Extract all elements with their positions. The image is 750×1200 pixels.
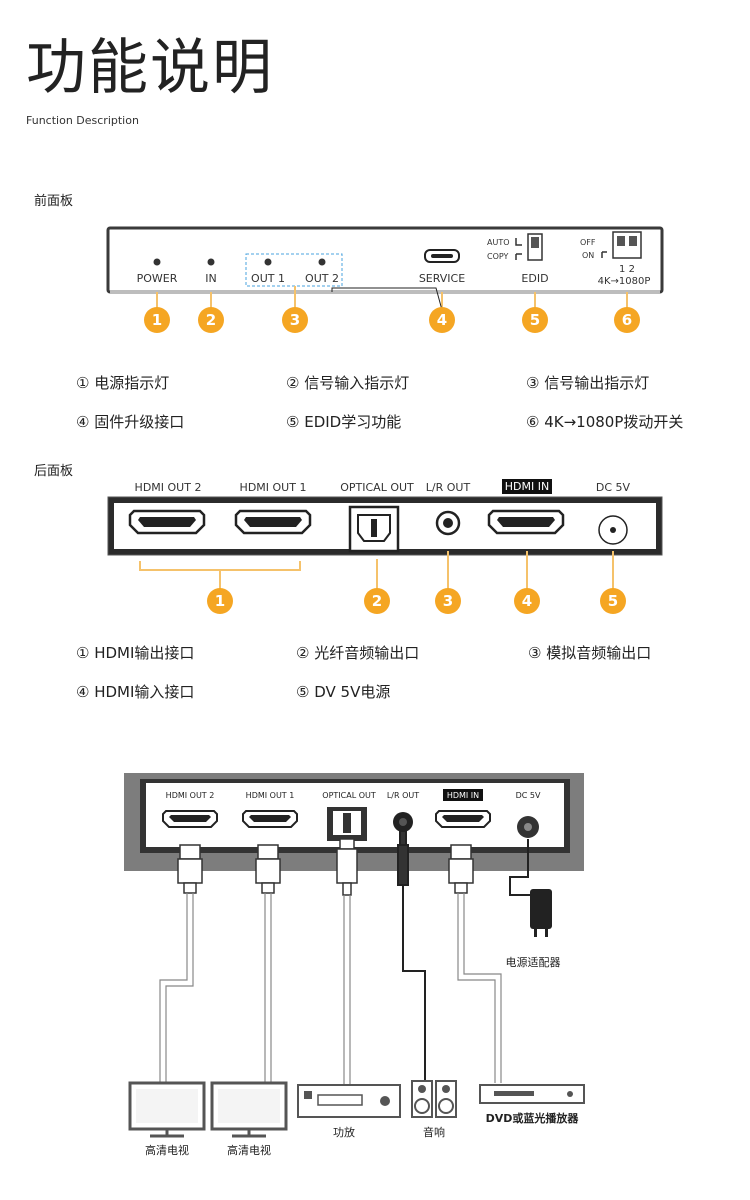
- front-legend-item-3: ③ 信号输出指示灯: [526, 374, 650, 392]
- edid-label: EDID: [521, 272, 548, 285]
- rear-panel-label: 后面板: [34, 464, 74, 479]
- tv1-label: 高清电视: [145, 1143, 189, 1157]
- out2-led: [318, 258, 326, 266]
- in-led: [207, 258, 215, 266]
- rear-panel-diagram: HDMI OUT 2 HDMI OUT 1 OPTICAL OUT L/R OU…: [107, 479, 663, 614]
- rear-legend-item-3: ③ 模拟音频输出口: [528, 644, 652, 662]
- rear-badge-5: [600, 588, 626, 614]
- rear-dc-label: DC 5V: [596, 481, 631, 494]
- connection-diagram: HDMI OUT 2 HDMI OUT 1 OPTICAL OUT L/R OU…: [124, 773, 585, 1157]
- tv2-icon: [210, 1081, 288, 1138]
- rear-badge-4: [514, 588, 540, 614]
- on-label: ON: [582, 251, 594, 260]
- front-badge-1: [144, 307, 170, 333]
- rear-hdmi-out2-label: HDMI OUT 2: [135, 481, 202, 494]
- conn-optical-label: OPTICAL OUT: [322, 791, 376, 800]
- power-adapter: [509, 839, 552, 937]
- rear-optical-port: [348, 505, 400, 553]
- amplifier-label: 功放: [333, 1125, 355, 1139]
- front-badge-3: [282, 307, 308, 333]
- rear-optical-label: OPTICAL OUT: [340, 481, 414, 494]
- rear-legend-item-1: ① HDMI输出接口: [76, 644, 195, 662]
- conn-lr-port: [393, 812, 413, 832]
- hdmi-cable-2: [255, 844, 281, 894]
- tv2-label: 高清电视: [227, 1143, 271, 1157]
- front-badge-6-number: 6: [622, 311, 632, 329]
- dip-label: 4K→1080P: [598, 276, 651, 287]
- conn-hdmi-out2-label: HDMI OUT 2: [166, 791, 215, 800]
- front-panel-label: 前面板: [34, 194, 74, 209]
- rear-legend-item-4: ④ HDMI输入接口: [76, 683, 195, 701]
- auto-label: AUTO: [487, 238, 510, 247]
- rear-badge-1: [207, 588, 233, 614]
- front-badge-5: [522, 307, 548, 333]
- conn-dc-port: [517, 816, 539, 838]
- rear-hdmi-out2-port: [128, 509, 206, 535]
- speaker-label: 音响: [423, 1125, 445, 1139]
- dip-numbers: 1 2: [619, 264, 635, 275]
- rear-badge-2: [364, 588, 390, 614]
- front-badge-2: [198, 307, 224, 333]
- rear-lr-port: [435, 510, 461, 536]
- rear-lr-label: L/R OUT: [426, 481, 471, 494]
- rear-hdmi-in-port: [487, 509, 565, 535]
- front-badge-4-number: 4: [437, 311, 447, 329]
- conn-hdmi-in-label: HDMI IN: [447, 791, 479, 800]
- front-badge-1-number: 1: [152, 311, 162, 329]
- rear-legend-item-5: ⑤ DV 5V电源: [296, 683, 391, 701]
- conn-hdmi-out2-port: [162, 810, 218, 828]
- speaker-icon: [411, 1080, 457, 1118]
- out2-label: OUT 2: [305, 272, 339, 285]
- rear-badge-2-number: 2: [372, 592, 382, 610]
- front-legend-item-6: ⑥ 4K→1080P拨动开关: [526, 413, 684, 431]
- conn-lr-label: L/R OUT: [387, 791, 419, 800]
- front-badge-6: [614, 307, 640, 333]
- front-panel-body: [106, 226, 664, 294]
- hdmi-cable-1: [177, 844, 203, 894]
- page-title: 功能说明: [26, 33, 274, 103]
- dvd-player-label: DVD或蓝光播放器: [486, 1111, 580, 1125]
- rear-badge-1-number: 1: [215, 592, 225, 610]
- power-label: POWER: [137, 272, 178, 285]
- front-panel-diagram: POWER IN OUT 1 OUT 2 SERVICE AUTO COPY E…: [106, 226, 664, 333]
- rear-legend-item-2: ② 光纤音频输出口: [296, 644, 420, 662]
- front-legend-item-2: ② 信号输入指示灯: [286, 374, 410, 392]
- amplifier-icon: [297, 1084, 401, 1118]
- conn-optical-port: [327, 807, 367, 841]
- conn-hdmi-out1-port: [242, 810, 298, 828]
- front-badge-5-number: 5: [530, 311, 540, 329]
- conn-hdmi-out1-label: HDMI OUT 1: [246, 791, 295, 800]
- out1-led: [264, 258, 272, 266]
- front-legend-item-5: ⑤ EDID学习功能: [286, 413, 402, 431]
- front-legend-item-1: ① 电源指示灯: [76, 374, 170, 392]
- front-badge-4: [429, 307, 455, 333]
- out1-label: OUT 1: [251, 272, 285, 285]
- rear-badge-4-number: 4: [522, 592, 532, 610]
- off-label: OFF: [580, 238, 596, 247]
- copy-label: COPY: [487, 252, 509, 261]
- front-legend-item-4: ④ 固件升级接口: [76, 413, 185, 431]
- rear-dc-port: [598, 515, 628, 545]
- rear-badge-3-number: 3: [443, 592, 453, 610]
- power-adapter-label: 电源适配器: [506, 955, 561, 969]
- dvd-player-icon: [479, 1084, 585, 1104]
- tv1-icon: [128, 1081, 206, 1138]
- hdmi-cable-in: [448, 844, 474, 894]
- lr-cable: [397, 830, 409, 886]
- optical-cable: [336, 838, 358, 896]
- in-label: IN: [205, 272, 216, 285]
- conn-dc-label: DC 5V: [516, 791, 541, 800]
- front-badge-3-number: 3: [290, 311, 300, 329]
- page-subtitle: Function Description: [26, 114, 139, 127]
- conn-hdmi-in-port: [435, 810, 491, 828]
- service-label: SERVICE: [419, 272, 465, 285]
- rear-badge-3: [435, 588, 461, 614]
- rear-hdmi-out1-port: [234, 509, 312, 535]
- rear-hdmi-in-label: HDMI IN: [505, 480, 549, 493]
- power-led: [153, 258, 161, 266]
- rear-badge-5-number: 5: [608, 592, 618, 610]
- rear-hdmi-out1-label: HDMI OUT 1: [240, 481, 307, 494]
- front-badge-2-number: 2: [206, 311, 216, 329]
